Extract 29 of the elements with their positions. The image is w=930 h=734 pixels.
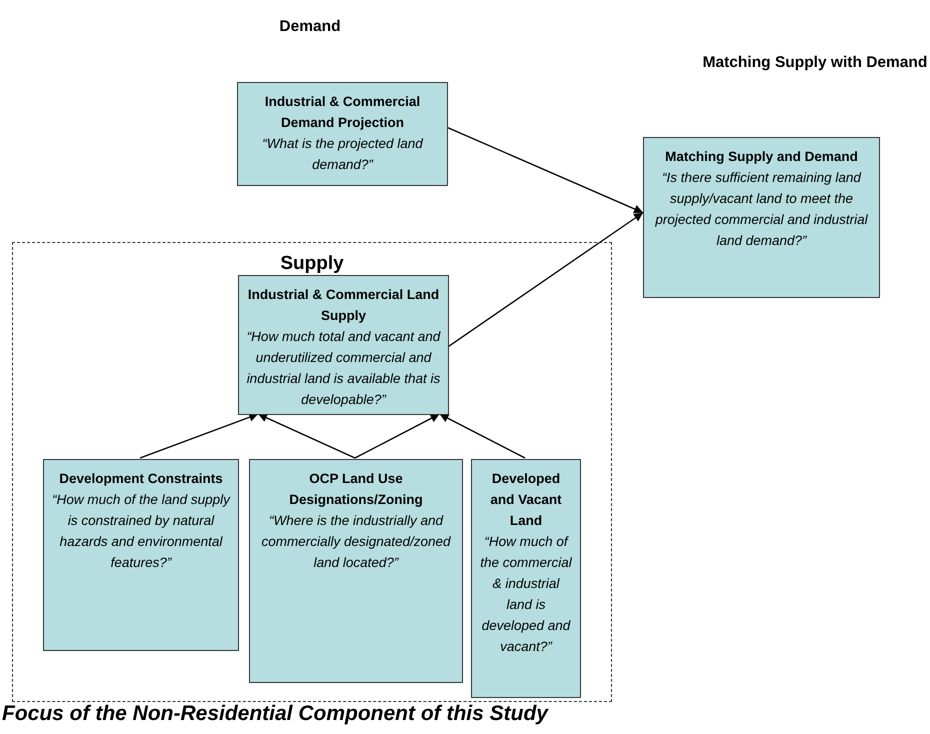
section-heading: Matching Supply with Demand [702,54,928,72]
process-box [238,275,449,415]
section-heading: Demand [278,18,342,36]
process-box [237,82,448,186]
arrow [439,413,526,459]
group-title: Supply [280,253,344,275]
dashed-group-frame [12,242,612,702]
arrow [448,212,644,348]
box-question: “Is there sufficient remaining land supply/vacant land to meet the projected commercial and industrial land demand?” [654,169,869,250]
arrow [448,127,644,214]
box-title: OCP Land Use Designations/Zoning [288,470,424,509]
process-box [249,459,463,683]
arrow [354,413,440,459]
box-question: “What is the projected land demand?” [261,135,424,174]
caption: Focus of the Non-Residential Component of this Study [2,702,548,726]
box-question: “How much of the land supply is constrained by natural hazards and environmental features?” [51,491,232,572]
box-title: Developed and Vacant Land [489,470,563,530]
arrow [140,412,258,459]
box-title: Industrial & Commercial Demand Projection [264,93,422,132]
process-box [43,459,239,651]
process-box [643,137,880,298]
box-title: Development Constraints [58,470,224,488]
process-box [471,459,581,698]
box-question: “Where is the industrially and commercially designated/zoned land located?” [260,512,452,572]
box-title: Matching Supply and Demand [664,148,859,166]
box-title: Industrial & Commercial Land Supply [246,286,440,325]
arrow [258,413,356,459]
box-question: “How much total and vacant and underutilized commercial and industrial land is available that is developable?” [246,328,442,409]
box-question: “How much of the commercial & industrial land is developed and vacant?” [479,533,573,656]
